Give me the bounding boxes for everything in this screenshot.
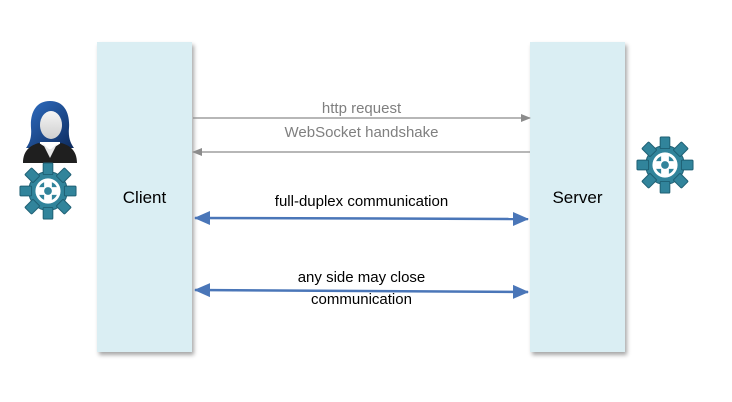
client-lane [97, 42, 192, 352]
websocket-handshake-label: WebSocket handshake [284, 124, 439, 141]
close-label-line2: communication [311, 291, 412, 308]
close-communication-arrow [194, 283, 529, 299]
client-label: Client [122, 188, 167, 207]
full-duplex-label: full-duplex communication [274, 193, 449, 210]
http-request-label: http request [321, 100, 402, 117]
full-duplex-arrow [194, 211, 529, 226]
gear-icon [636, 136, 694, 194]
gear-icon [19, 162, 77, 220]
server-lane [530, 42, 625, 352]
close-label-line1: any side may close [297, 269, 426, 286]
server-label: Server [552, 188, 603, 207]
user-icon [23, 101, 77, 163]
